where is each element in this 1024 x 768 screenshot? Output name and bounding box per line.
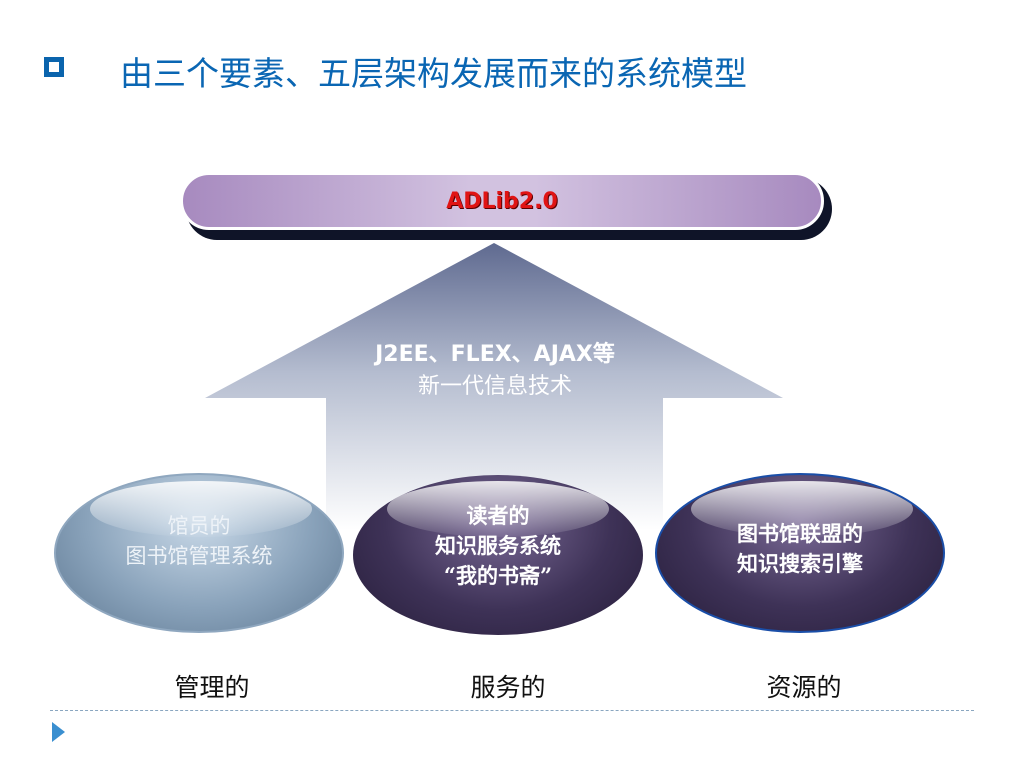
arrow-shape [205, 243, 783, 530]
oval-line: 知识服务系统 [435, 533, 561, 558]
oval-gloss [691, 481, 913, 537]
oval-gloss [90, 481, 312, 537]
oval-line: “我的书斋” [443, 563, 553, 588]
oval-text: 图书馆联盟的 知识搜索引擎 [657, 519, 943, 579]
category-management: 管理的 [174, 673, 250, 702]
oval-line: 读者的 [466, 503, 530, 528]
slide-title: 由三个要素、五层架构发展而来的系统模型 [120, 54, 747, 93]
oval-alliance-search: 图书馆联盟的 知识搜索引擎 [655, 473, 945, 633]
bullet-square-icon [44, 57, 64, 77]
oval-librarian-system: 馆员的 图书馆管理系统 [54, 473, 344, 633]
adlib-banner: ADLib2.0 [180, 172, 824, 230]
footer-divider [50, 710, 974, 711]
oval-line: 馆员的 [167, 514, 231, 538]
banner-label: ADLib2.0 [446, 188, 558, 214]
oval-text: 读者的 知识服务系统 “我的书斋” [353, 501, 643, 591]
category-service: 服务的 [470, 673, 546, 702]
oval-gloss [387, 481, 609, 537]
oval-reader-service: 读者的 知识服务系统 “我的书斋” [353, 475, 643, 635]
oval-text: 馆员的 图书馆管理系统 [56, 511, 342, 571]
oval-line: 图书馆管理系统 [125, 544, 273, 568]
tech-line-2: 新一代信息技术 [417, 374, 572, 399]
oval-line: 知识搜索引擎 [737, 551, 863, 576]
category-resource: 资源的 [766, 673, 842, 702]
triangle-right-icon [52, 722, 65, 742]
oval-line: 图书馆联盟的 [737, 521, 863, 546]
tech-line-1: J2EE、FLEX、AJAX等 [375, 342, 615, 367]
